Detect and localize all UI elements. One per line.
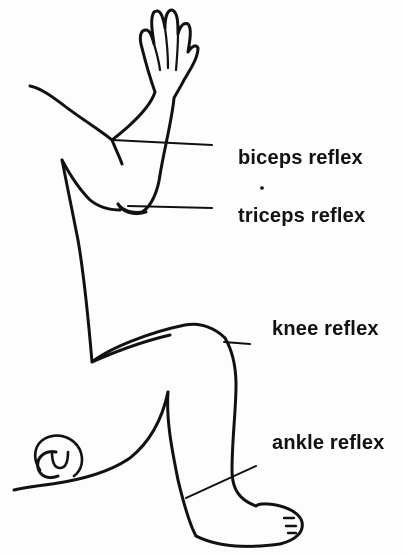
ankle-reflex-label: ankle reflex	[272, 432, 384, 455]
shin-front-outline	[225, 338, 256, 506]
calf-outline	[168, 392, 196, 536]
hand-outline	[140, 10, 198, 98]
knee-reflex-label: knee reflex	[272, 318, 379, 341]
triceps-reflex-label: triceps reflex	[238, 205, 365, 228]
arm-inner-outline	[118, 98, 174, 213]
stray-dot	[260, 186, 264, 190]
triceps-pointer-line	[128, 206, 212, 208]
forearm-outline	[30, 86, 155, 140]
rear-foot-u-mark	[52, 452, 68, 468]
finger-lines	[154, 28, 178, 70]
toes	[284, 518, 296, 533]
torso-outline	[62, 160, 225, 362]
rear-leg-outline	[14, 392, 168, 490]
biceps-reflex-label: biceps reflex	[238, 147, 363, 170]
torso-left-edge	[92, 335, 170, 362]
ankle-pointer-line	[186, 466, 256, 498]
elbow-crease	[112, 140, 122, 164]
biceps-pointer-line	[112, 140, 212, 145]
